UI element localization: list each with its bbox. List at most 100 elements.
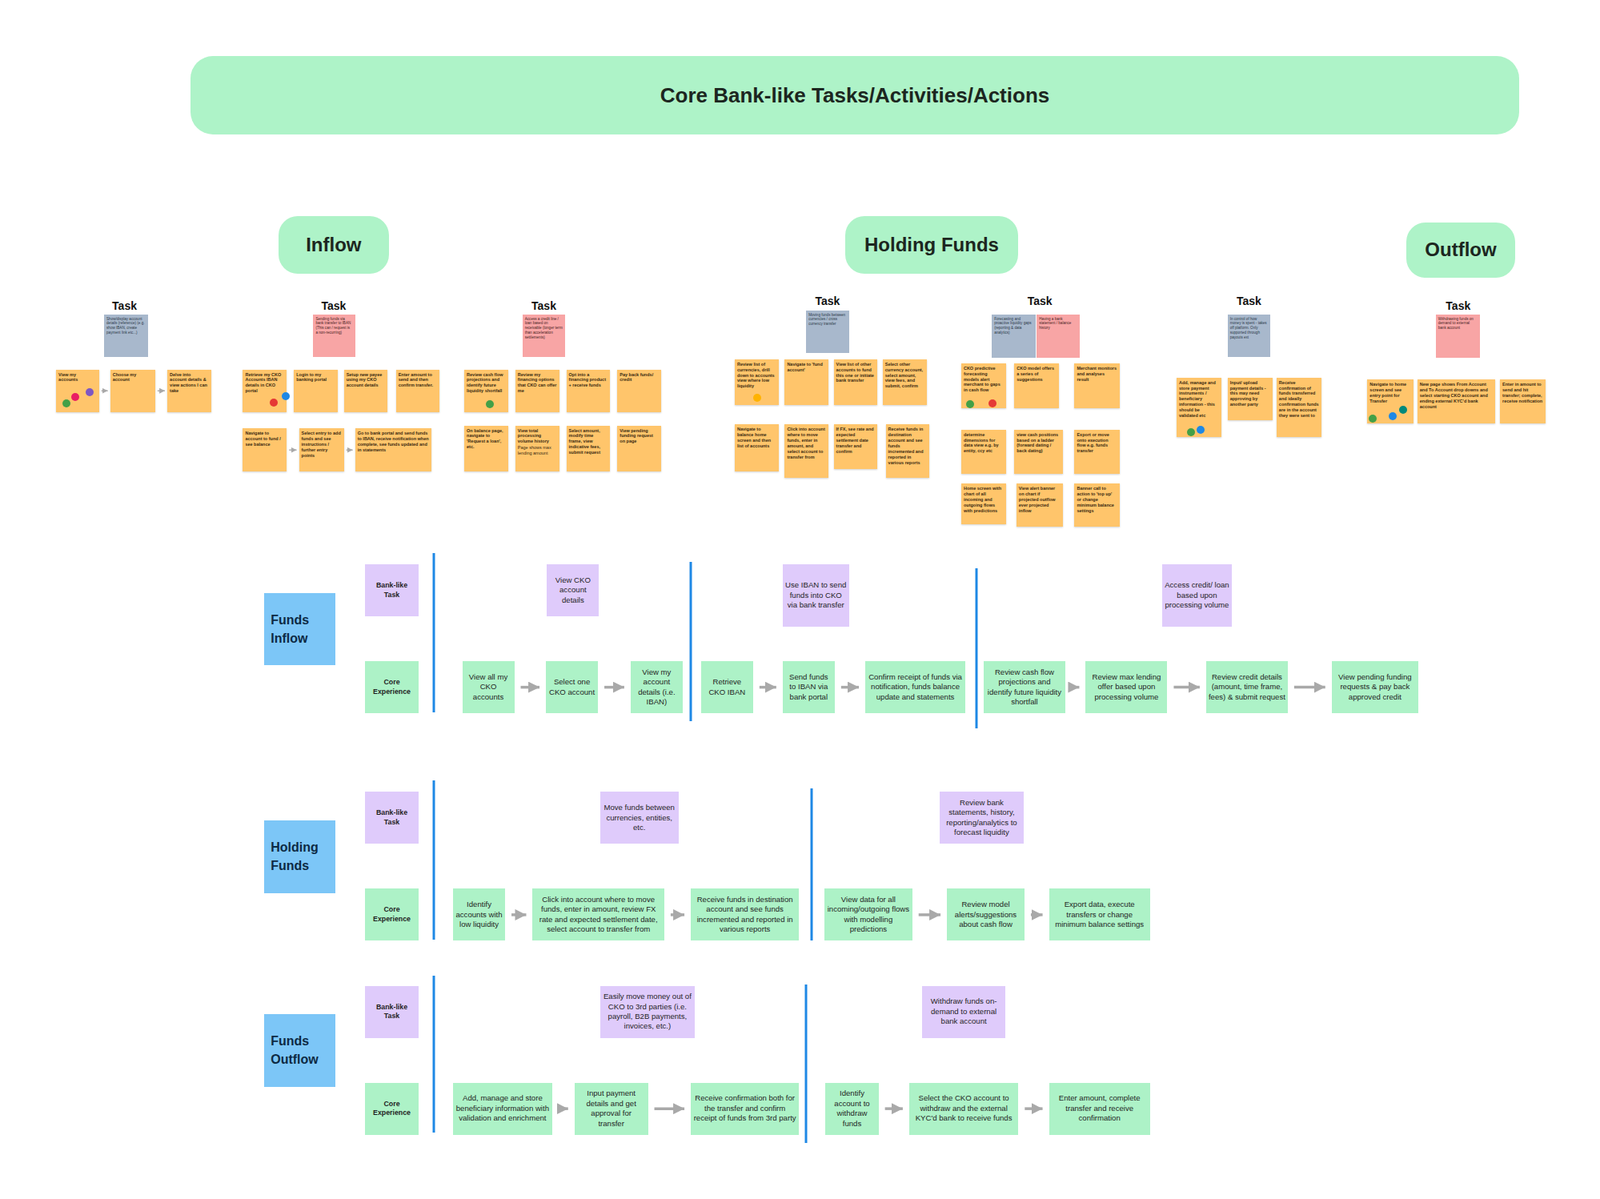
node-text: Banner call to action to 'top up' or cha…	[1076, 485, 1117, 514]
node-text: Input/ upload payment details - this may…	[1230, 380, 1271, 408]
node-text: Forecasting and proactive liquidity gaps…	[994, 316, 1034, 336]
node-text: Merchant monitors and analyses result	[1076, 365, 1117, 383]
lane-dividers	[433, 553, 977, 1143]
core-step-box: View all my CKO accounts	[462, 661, 515, 714]
step-sticky: Input/ upload payment details - this may…	[1227, 377, 1273, 422]
node-text: Go to bank portal and send funds to IBAN…	[357, 430, 430, 454]
core-step-box: View pending funding requests & pay back…	[1331, 661, 1419, 714]
step-sticky: view cash positions based on a ladder (f…	[1014, 429, 1063, 474]
divider-line	[810, 788, 814, 941]
step-sticky: Navigate to balance home screen and then…	[734, 424, 779, 472]
diagram-title: Core Bank-like Tasks/Activities/Actions	[660, 83, 1050, 109]
core-step-box: View my account details (i.e. IBAN)	[630, 661, 683, 714]
node-text: Review my financing options that CKO can…	[517, 372, 558, 395]
node-text: Review bank statements, history, reporti…	[942, 797, 1022, 839]
section-header: Inflow	[278, 216, 389, 273]
node-text: Show/display account details (reference)…	[106, 316, 146, 336]
task-label: Task	[1445, 299, 1471, 313]
node-text: Outflow	[1424, 238, 1496, 261]
title-band: Core Bank-like Tasks/Activities/Actions	[190, 56, 1520, 135]
node-text: View my accounts	[58, 372, 97, 384]
core-step-box: Click into account where to move funds, …	[532, 888, 664, 941]
step-sticky: determine dimensions for data view e.g. …	[961, 429, 1007, 474]
node-text: Select the CKO account to withdraw and t…	[911, 1093, 1016, 1123]
core-step-box: Core Experience	[364, 661, 418, 714]
step-sticky: View my accounts	[56, 369, 100, 414]
node-text: New page shows From Account and To Accou…	[1419, 381, 1493, 410]
bank-task-box: Use IBAN to send funds into CKO via bank…	[782, 564, 850, 627]
node-text: Holding Funds	[864, 233, 999, 257]
flow-arrow	[841, 685, 859, 690]
node-text: Login to my banking portal	[296, 372, 336, 384]
node-text: determine dimensions for data view e.g. …	[963, 432, 1004, 455]
node-text: Move funds between currencies, entities,…	[602, 802, 677, 833]
task-label: Task	[320, 299, 346, 313]
step-sticky: Login to my banking portal	[293, 369, 338, 414]
node-text: Confirm receipt of funds via notificatio…	[867, 672, 963, 702]
node-text: Export data, execute transfers or change…	[1051, 899, 1148, 930]
step-sticky: Navigate to account to fund / see balanc…	[242, 428, 287, 472]
node-text: View pending funding request on page	[619, 428, 659, 446]
step-sticky: Enter in amount to send and hit transfer…	[1499, 379, 1546, 424]
core-step-box: Retrieve CKO IBAN	[701, 661, 754, 714]
node-text: Review model alerts/suggestions about ca…	[949, 899, 1023, 930]
step-sticky: Click into account where to move funds, …	[784, 424, 829, 478]
node-text: Withdrawing funds on demand to external …	[1438, 316, 1478, 331]
core-step-box: Select one CKO account	[545, 661, 598, 714]
node-text: Inflow	[305, 233, 361, 257]
node-text: Review cash flow projections and identif…	[986, 667, 1063, 708]
step-sticky: Review cash flow projections and identif…	[464, 369, 509, 414]
step-sticky: Navigate to home screen and see entry po…	[1367, 379, 1413, 424]
step-sticky: View pending funding request on page	[617, 425, 662, 472]
task-label: Task	[112, 299, 137, 313]
step-sticky: Retrieve my CKO Accounts IBAN details in…	[242, 369, 287, 414]
node-text: Review cash flow projections and identif…	[466, 372, 506, 395]
node-text: View total processing volume history	[517, 428, 558, 446]
task-note: Withdrawing funds on demand to external …	[1435, 314, 1480, 359]
task-label: Task	[531, 299, 557, 313]
step-sticky: CKO model offers a series of suggestions	[1014, 363, 1059, 409]
core-step-box: Core Experience	[364, 888, 418, 941]
flow-arrow	[346, 449, 353, 451]
flow-arrow	[885, 1106, 903, 1111]
core-step-box: Select the CKO account to withdraw and t…	[909, 1082, 1019, 1135]
node-text: Bank-like Task	[367, 1002, 416, 1022]
node-text: Having a bank statement / balance histor…	[1038, 316, 1078, 331]
flow-arrow	[654, 1106, 686, 1111]
node-text: Click into account where to move funds, …	[786, 426, 827, 460]
bank-task-box: Bank-like Task	[364, 986, 418, 1039]
node-text: Holding Funds	[270, 838, 329, 875]
task-label: Task	[1236, 294, 1262, 308]
node-text: Opt into a financing product + receive f…	[569, 372, 609, 389]
bank-task-box: Bank-like Task	[364, 791, 418, 844]
node-text: Navigate to home screen and see entry po…	[1369, 381, 1411, 405]
node-text: Receive confirmation of funds transferre…	[1279, 380, 1320, 419]
step-sticky: Review my financing options that CKO can…	[515, 369, 560, 414]
step-sticky: View alert banner on chart if projected …	[1016, 483, 1064, 527]
step-sticky: Go to bank portal and send funds to IBAN…	[355, 428, 433, 472]
node-text: Receive confirmation both for the transf…	[693, 1093, 797, 1123]
context-note: Forecasting and proactive liquidity gaps…	[991, 314, 1036, 359]
node-text: If FX, see rate and expected settlement …	[836, 426, 876, 454]
node-text: View my account details (i.e. IBAN)	[633, 667, 681, 708]
flow-arrow	[157, 390, 165, 392]
node-text: Core Experience	[367, 905, 416, 924]
divider-line	[433, 780, 436, 940]
task-label: Task	[814, 294, 840, 308]
node-text: View all my CKO accounts	[465, 672, 513, 702]
node-text: Enter amount, complete transfer and rece…	[1051, 1093, 1148, 1123]
node-text: Add, manage and store payment instrument…	[1178, 380, 1220, 419]
node-text: Enter amount to send and then confirm tr…	[398, 372, 438, 389]
node-text: View alert banner on chart if projected …	[1018, 485, 1062, 514]
step-sticky: Select entry to add funds and see instru…	[299, 428, 345, 472]
context-note: Moving funds between currencies / cross …	[806, 310, 850, 354]
step-sticky: Receive confirmation of funds transferre…	[1276, 377, 1322, 438]
core-step-box: View data for all incoming/outgoing flow…	[824, 888, 913, 941]
node-text: Use IBAN to send funds into CKO via bank…	[785, 580, 847, 610]
core-step-box: Confirm receipt of funds via notificatio…	[865, 661, 966, 714]
node-text: Receive funds in destination account and…	[888, 426, 928, 466]
node-text: View pending funding requests & pay back…	[1334, 672, 1416, 702]
core-step-box: Receive confirmation both for the transf…	[690, 1082, 799, 1135]
node-text: On balance page, navigate to 'Request a …	[466, 428, 506, 451]
